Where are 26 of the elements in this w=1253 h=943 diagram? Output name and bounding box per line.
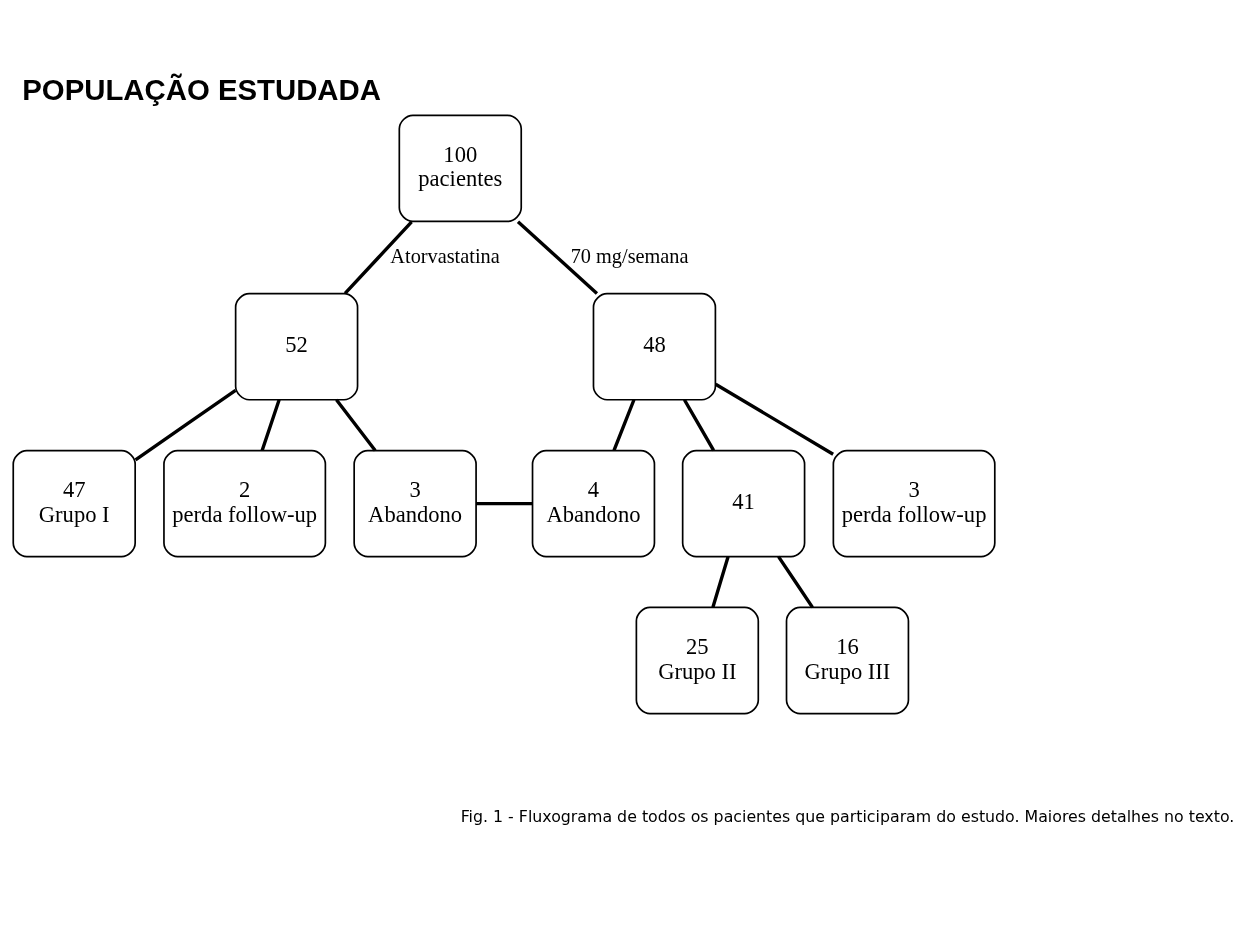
connector [260,398,281,451]
connector [134,388,237,461]
node-box: 16 Grupo III [785,606,910,714]
connector [612,398,636,451]
connector [335,398,377,451]
node-box: 100 pacientes [398,113,523,222]
node-box: 2 perda follow-up [163,449,327,557]
node-box: 48 [592,292,717,401]
connector [777,555,814,608]
node-box: 3 Abandono [353,449,477,557]
connector [343,220,413,295]
connector [682,398,716,451]
node-box: 47 Grupo I [12,449,136,557]
node-box: 52 [234,292,359,401]
node-box: 3 perda follow-up [832,449,996,557]
node-box: 25 Grupo II [635,606,760,714]
node-box: 41 [681,449,806,557]
connector [714,382,834,456]
node-box: 4 Abandono [531,449,656,557]
connector [516,220,599,295]
diagram-title: POPULAÇÃO ESTUDADA [22,72,381,106]
caption: Fig. 1 - Fluxograma de todos os pacientes que participaram do estudo. Maiores detalhes no texto. [460,806,1235,826]
connector [476,501,533,505]
edge-label: Atorvastatina [390,243,500,266]
connector [711,555,730,608]
edge-label: 70 mg/semana [570,243,689,266]
